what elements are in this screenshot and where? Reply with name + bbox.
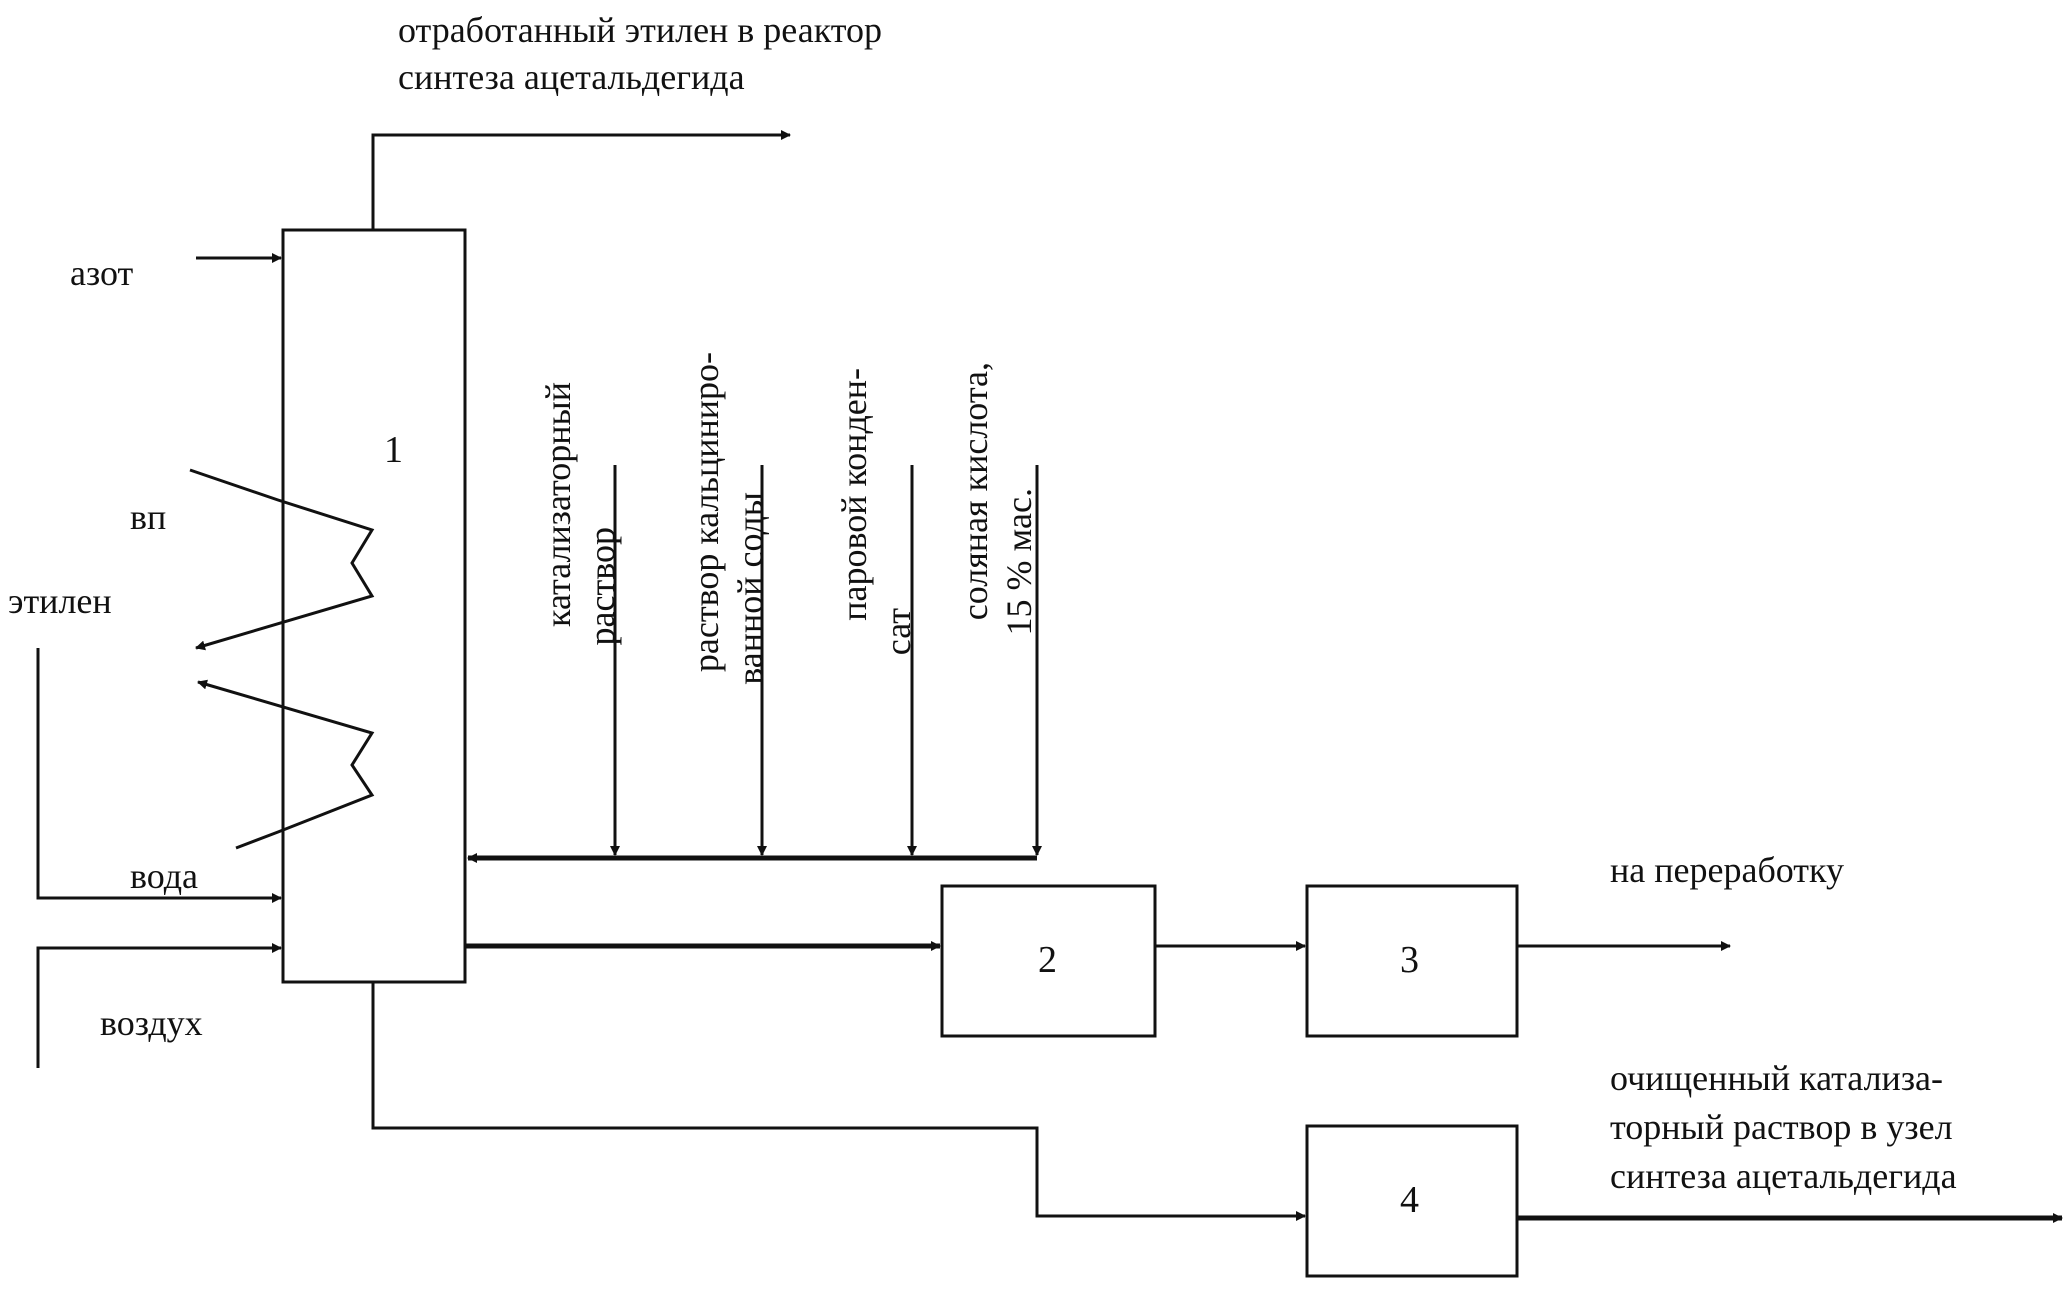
- purified-label-line1: очищенный катализа-: [1610, 1058, 1943, 1098]
- spent-ethylene-outlet-line: [373, 135, 790, 230]
- condensate-label-line2: сат: [878, 608, 918, 655]
- steam-label: вп: [130, 497, 166, 537]
- unit-1-box: [283, 230, 465, 982]
- unit1-to-unit4-line: [373, 982, 1305, 1216]
- unit-3-label: 3: [1400, 939, 1419, 981]
- purified-label-line2: торный раствор в узел: [1610, 1107, 1953, 1147]
- catalyst-label-line2: раствор: [582, 527, 622, 645]
- hcl-label-line1: соляная кислота,: [955, 362, 995, 620]
- nitrogen-label: азот: [70, 253, 134, 293]
- soda-label-line2: ванной соды: [730, 492, 770, 685]
- condensate-label-line1: паровой конден-: [834, 368, 874, 621]
- unit-1-label: 1: [384, 429, 403, 471]
- catalyst-label-line1: катализаторный: [538, 382, 578, 627]
- air-label: воздух: [100, 1003, 203, 1043]
- spent-ethylene-label-line2: синтеза ацетальдегида: [398, 57, 745, 97]
- spent-ethylene-label-line1: отработанный этилен в реактор: [398, 10, 882, 50]
- unit-4-label: 4: [1400, 1179, 1419, 1221]
- recycling-label: на переработку: [1610, 850, 1844, 890]
- unit-2-label: 2: [1038, 939, 1057, 981]
- hcl-label-line2: 15 % мас.: [999, 488, 1039, 635]
- soda-label-line1: раствор кальциниро-: [686, 352, 726, 672]
- ethylene-label: этилен: [8, 581, 112, 621]
- purified-label-line3: синтеза ацетальдегида: [1610, 1156, 1957, 1196]
- water-label: вода: [130, 856, 198, 896]
